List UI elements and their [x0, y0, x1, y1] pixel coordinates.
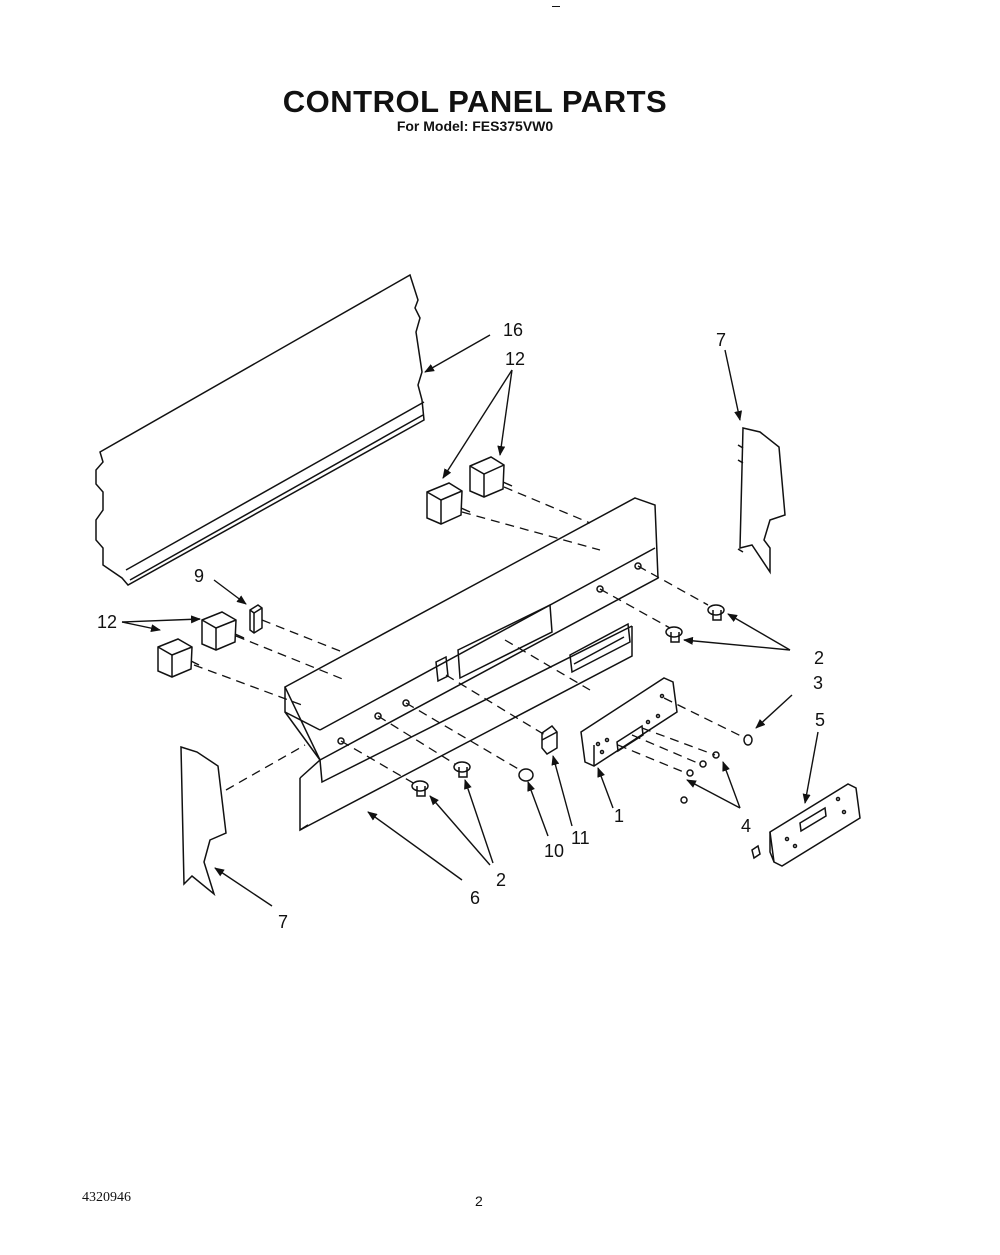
control-panel-housing-part-6	[284, 497, 659, 832]
display-board-part-5	[751, 783, 861, 867]
callout-2-right: 2	[814, 648, 824, 668]
callout-9: 9	[194, 566, 204, 586]
end-cap-part-7-right	[737, 427, 786, 575]
model-subtitle: For Model: FES375VW0	[396, 118, 554, 134]
knob-part-12-left-b	[157, 638, 200, 678]
page-number: 2	[475, 1193, 483, 1209]
callout-6: 6	[470, 888, 480, 908]
leader-arrows	[121, 334, 819, 907]
callout-labels: 16 12 7 9 12 2 3 5 1 4 11 10 2 6 7	[97, 320, 825, 932]
page-title: CONTROL PANEL PARTS	[282, 84, 668, 119]
callout-12-top: 12	[505, 349, 525, 369]
page-mark	[552, 6, 560, 7]
switch-knob-part-9	[249, 604, 263, 634]
callout-5: 5	[815, 710, 825, 730]
callout-11: 11	[571, 828, 590, 848]
callout-12-left: 12	[97, 612, 117, 632]
knob-part-12-left-a	[201, 611, 245, 651]
callout-7-top: 7	[716, 330, 726, 350]
callout-7-bottom: 7	[278, 912, 288, 932]
document-number: 4320946	[82, 1190, 131, 1205]
knob-shaft-part-2-b	[665, 626, 683, 643]
control-board-part-1	[580, 677, 678, 767]
callout-1: 1	[614, 806, 624, 826]
callout-16: 16	[503, 320, 523, 340]
callout-2-bottom: 2	[496, 870, 506, 890]
end-cap-part-7-left	[180, 745, 227, 897]
screws-part-4	[680, 751, 720, 804]
knob-shaft-part-2-c	[411, 780, 429, 797]
knob-part-12-top-a	[426, 482, 471, 525]
back-panel-part-16	[95, 273, 425, 586]
indicator-part-3	[743, 734, 753, 746]
knob-shaft-part-2-a	[707, 604, 725, 621]
push-button-part-10	[518, 768, 534, 782]
assembly-guide-lines	[193, 486, 746, 791]
knob-shaft-part-2-d	[453, 761, 471, 778]
callout-4: 4	[741, 816, 751, 836]
knob-part-12-top-b	[469, 456, 513, 498]
callout-10: 10	[544, 841, 564, 861]
callout-3: 3	[813, 673, 823, 693]
rocker-switch-part-11	[541, 724, 558, 755]
